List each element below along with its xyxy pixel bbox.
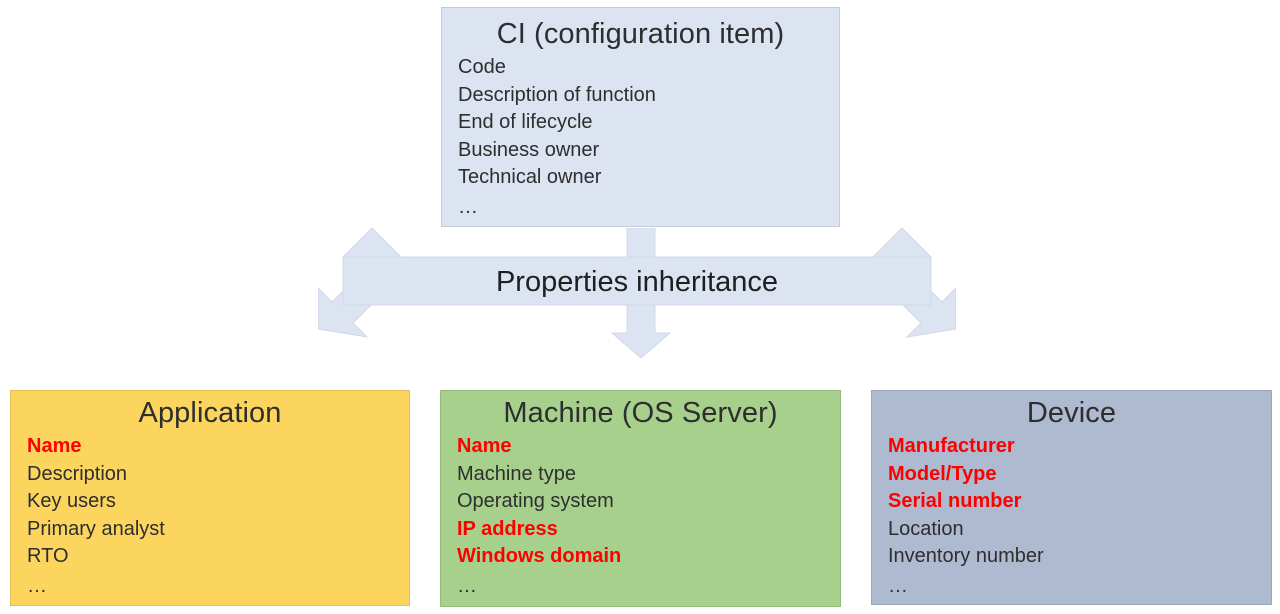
ci-property-item: Code (458, 56, 506, 78)
machine-property-item: Operating system (457, 490, 614, 512)
application-box[interactable]: Application Name Description Key users P… (10, 390, 410, 606)
device-box-title: Device (1026, 397, 1117, 429)
ci-property-item: Technical owner (458, 166, 602, 188)
machine-property-ellipsis: … (457, 574, 477, 597)
machine-property-list: Name Machine type Operating system IP ad… (441, 433, 840, 601)
device-property-ellipsis: … (888, 574, 908, 597)
arrow-down-center (610, 304, 672, 358)
device-property-item: Manufacturer (888, 435, 1015, 457)
ci-property-ellipsis: … (458, 195, 478, 218)
ci-property-item: End of lifecycle (458, 111, 593, 133)
application-property-item: RTO (27, 545, 69, 567)
arrow-horizontal-bar (342, 256, 932, 306)
machine-os-server-box[interactable]: Machine (OS Server) Name Machine type Op… (440, 390, 841, 607)
application-property-ellipsis: … (27, 574, 47, 597)
device-property-item: Model/Type (888, 462, 997, 485)
machine-property-item: Machine type (457, 462, 576, 485)
properties-inheritance-arrow (318, 228, 956, 358)
application-property-list: Name Description Key users Primary analy… (11, 433, 409, 601)
device-property-item: Serial number (888, 490, 1022, 512)
machine-property-item: Name (457, 435, 512, 457)
device-property-list: Manufacturer Model/Type Serial number Lo… (872, 433, 1271, 601)
ci-property-item: Description of function (458, 83, 656, 106)
machine-property-item: Windows domain (457, 545, 622, 567)
ci-configuration-item-box[interactable]: CI (configuration item) Code Description… (441, 7, 840, 227)
application-property-item: Description (27, 462, 128, 485)
application-property-item: Primary analyst (27, 517, 165, 540)
ci-property-item: Business owner (458, 138, 600, 161)
ci-box-title: CI (configuration item) (496, 18, 785, 50)
device-box[interactable]: Device Manufacturer Model/Type Serial nu… (871, 390, 1272, 605)
application-property-item: Name (27, 435, 82, 457)
machine-property-item: IP address (457, 517, 558, 540)
machine-box-title: Machine (OS Server) (503, 397, 778, 429)
ci-property-list: Code Description of function End of life… (442, 54, 839, 222)
application-property-item: Key users (27, 490, 116, 512)
application-box-title: Application (138, 397, 282, 429)
arrow-shaft-up-center (626, 228, 656, 261)
device-property-item: Inventory number (888, 545, 1044, 567)
device-property-item: Location (888, 517, 964, 540)
